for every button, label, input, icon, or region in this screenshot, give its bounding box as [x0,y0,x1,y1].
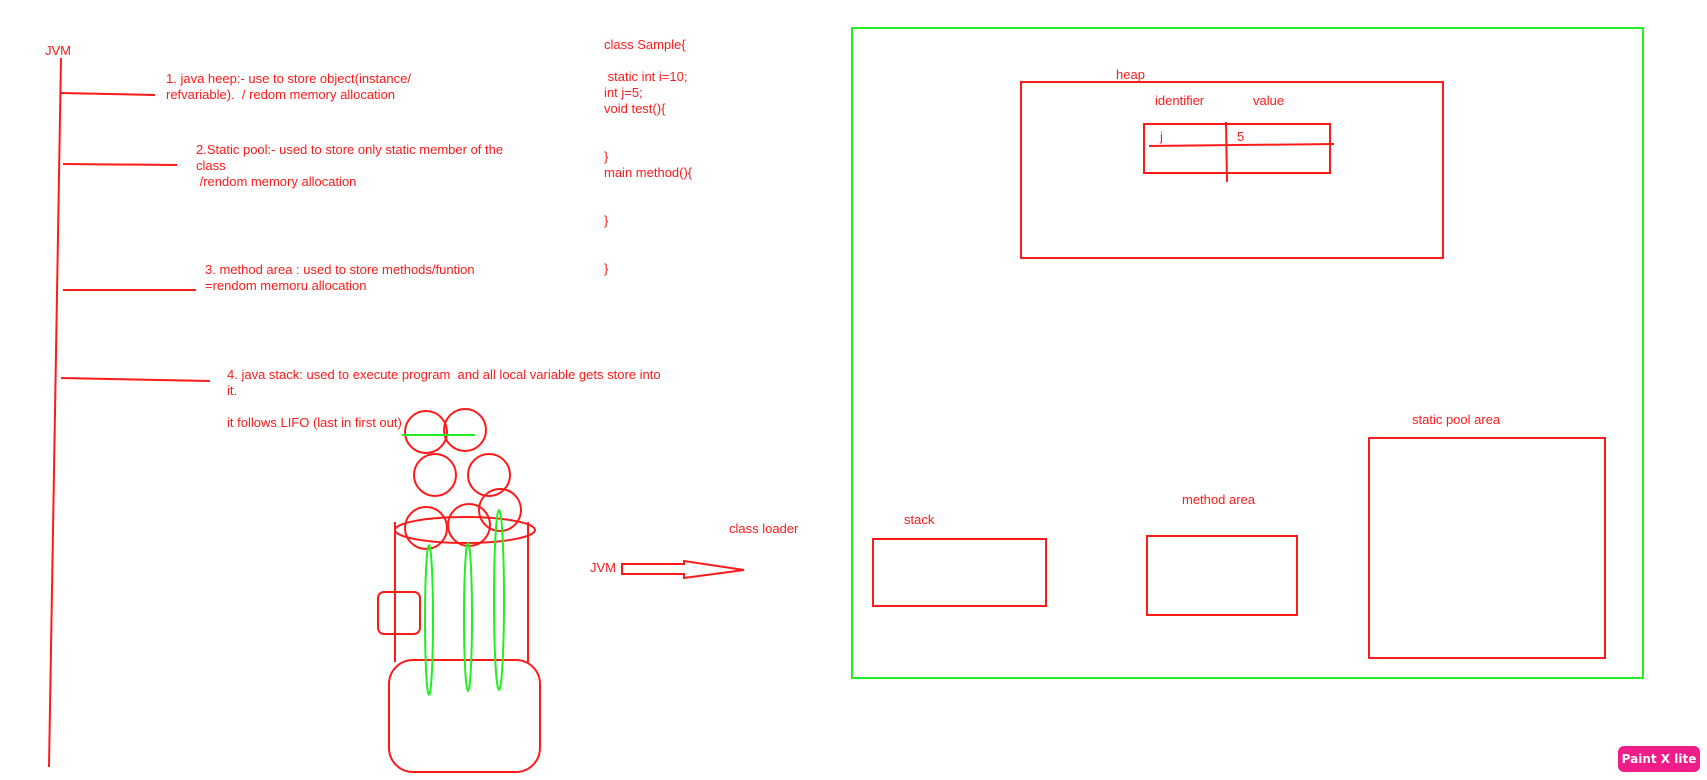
heap-label: heap [1116,67,1145,82]
code-line-main: main method(){ [604,165,693,180]
note-method-line1: 3. method area : used to store methods/f… [205,262,475,277]
note-stack-line1: 4. java stack: used to execute program a… [227,367,661,382]
branch-java-stack [60,377,211,382]
note-heap-line1: 1. java heep:- use to store object(insta… [166,71,411,86]
sketch-circle [467,453,511,497]
lifo-sketch [377,408,541,773]
note-static-line3: /rendom memory allocation [196,174,357,189]
method-area-box [1146,535,1298,616]
note-heap-line2: refvariable). / redom memory allocation [166,87,396,102]
heap-table-col-line [1225,121,1228,183]
static-pool-box [1368,437,1606,659]
heap-table [1143,123,1331,174]
green-loop [493,509,505,691]
code-line-void: void test(){ [604,101,666,116]
method-area-label: method area [1182,492,1255,507]
value-header: value [1253,93,1285,108]
lifo-sketch-green [402,434,505,696]
identifier-header: identifier [1155,93,1205,108]
code-line-class: class Sample{ [604,37,686,52]
sketch-circle [404,506,448,550]
code-line-close1: } [604,149,609,164]
row-identifier: j [1160,129,1163,144]
sketch-circle [478,488,522,532]
cup-handle [377,591,421,635]
note-static-line2: class [196,158,226,173]
cup-rim [394,516,536,544]
row-value: 5 [1237,129,1245,144]
code-line-static: static int i=10; [604,69,688,84]
arrow-to-jvm [621,559,745,580]
jvm-trunk-line [48,57,62,768]
code-line-close3: } [604,261,609,276]
sketch-circle [443,408,487,452]
code-line-close2: } [604,213,609,228]
code-line-int: int j=5; [604,85,643,100]
memory-panel [851,27,1644,679]
green-loop [463,542,473,692]
jvm-tree [48,57,211,768]
jvm-title: JVM [45,43,71,58]
cup-base [388,659,541,773]
branch-heap [59,92,156,96]
note-stack-line3: it follows LIFO (last in first out) [227,415,402,430]
paint-x-lite-badge: Paint X lite [1618,746,1700,772]
static-pool-label: static pool area [1412,412,1501,427]
branch-static-pool [62,163,178,166]
note-stack-line2: it. [227,383,238,398]
class-loader-label: class loader [729,521,799,536]
green-loop [424,544,434,696]
jvm-arrow-label: JVM [590,560,616,575]
sketch-circle [447,503,491,547]
stack-box [872,538,1047,607]
note-method-line2: =rendom memoru allocation [205,278,367,293]
heap-table-row-line [1148,143,1335,147]
heap-box [1020,81,1444,259]
stack-label: stack [904,512,935,527]
note-static-line1: 2.Static pool:- used to store only stati… [196,142,504,157]
sketch-circle [413,453,457,497]
sketch-circle [404,410,448,454]
